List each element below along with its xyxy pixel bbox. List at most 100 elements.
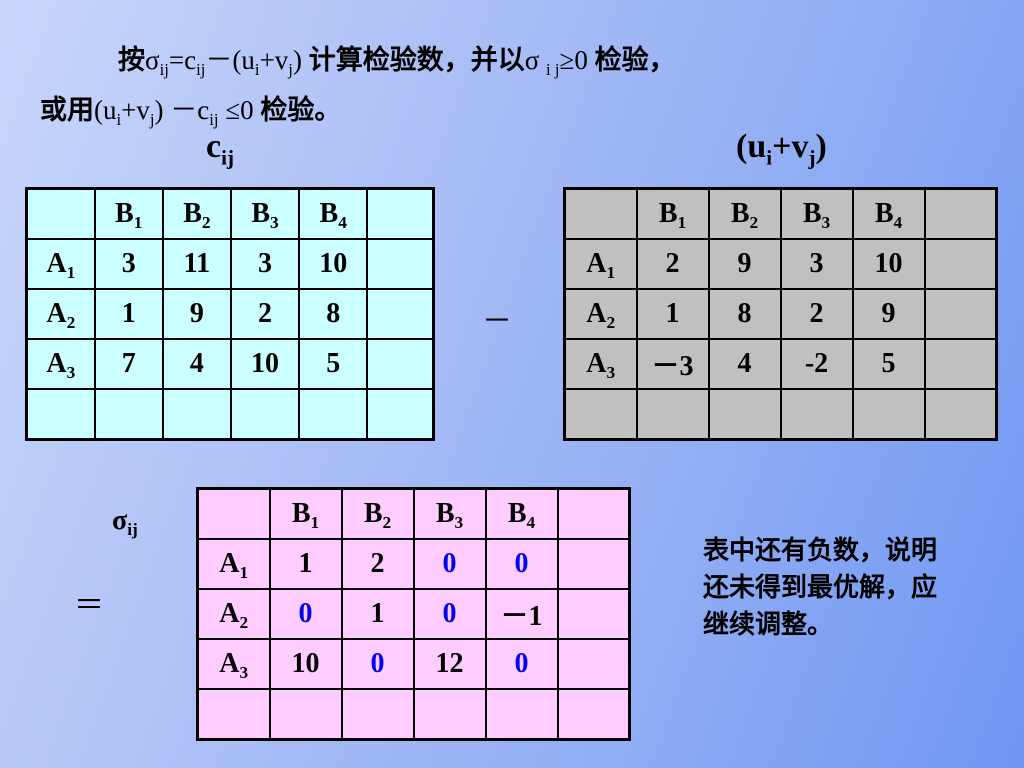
- intro-line-2: 或用(ui+vj) －cij ≤0 检验。: [40, 88, 342, 129]
- table-cell: 11: [161, 238, 232, 290]
- empty-cell: [923, 238, 998, 290]
- empty-cell: [556, 588, 631, 640]
- table-row: [196, 688, 631, 741]
- row-header: A1: [196, 538, 271, 590]
- zero-cell: 0: [268, 588, 343, 640]
- corner-cell: [25, 187, 96, 240]
- column-header: B1: [93, 187, 164, 240]
- zero-cell: 0: [412, 588, 487, 640]
- empty-cell: [93, 388, 164, 441]
- table-cell: 3: [229, 238, 301, 290]
- empty-cell: [268, 688, 343, 741]
- table-row: A1 2 9 3 10: [563, 238, 998, 290]
- minus-sign: －: [482, 305, 512, 338]
- row-header: A2: [563, 288, 638, 340]
- column-header: B1: [268, 487, 343, 540]
- equals-sign: ＝: [74, 589, 104, 622]
- empty-cell: [923, 187, 998, 240]
- empty-cell: [707, 388, 782, 441]
- empty-cell: [366, 187, 435, 240]
- empty-cell: [563, 388, 638, 441]
- cost-table-title: cij: [206, 128, 234, 170]
- intro-line-1: 按σij=cij－(ui+vj) 计算检验数，并以σ i j≥0 检验，: [118, 38, 676, 79]
- table-row: A1 3 11 3 10: [25, 238, 435, 290]
- column-header: B4: [851, 187, 926, 240]
- column-header: B3: [229, 187, 301, 240]
- intro-line1-end: 检验，: [594, 45, 676, 75]
- empty-cell: [25, 388, 96, 441]
- corner-cell: [563, 187, 638, 240]
- empty-cell: [556, 688, 631, 741]
- table-row: A3 －3 4 -2 5: [563, 338, 998, 390]
- column-header: B4: [298, 187, 369, 240]
- empty-cell: [556, 638, 631, 690]
- table-row: A2 0 1 0 －1: [196, 588, 631, 640]
- row-header: A3: [25, 338, 96, 390]
- table-row: A2 1 8 2 9: [563, 288, 998, 340]
- table-cell: 1: [340, 588, 415, 640]
- column-header: B2: [707, 187, 782, 240]
- column-header: B2: [161, 187, 232, 240]
- table-row: A2 1 9 2 8: [25, 288, 435, 340]
- table-row: [25, 388, 435, 441]
- table-cell: 10: [268, 638, 343, 690]
- table-row: B1 B2 B3 B4: [563, 187, 998, 240]
- empty-cell: [779, 388, 854, 441]
- table-row: B1 B2 B3 B4: [25, 187, 435, 240]
- table-cell: 8: [298, 288, 369, 340]
- zero-cell: 0: [412, 538, 487, 590]
- empty-cell: [923, 388, 998, 441]
- intro-line2-prefix: 或用: [40, 95, 94, 125]
- table-cell: 9: [851, 288, 926, 340]
- intro-line2-math: (ui+vj) －cij ≤0: [94, 95, 254, 129]
- table-cell: -2: [779, 338, 854, 390]
- table-row: [563, 388, 998, 441]
- intro-line1-cond: σ i j≥0: [524, 45, 588, 79]
- sigma-table: B1 B2 B3 B4 A1 1 2 0 0 A2 0 1 0 －1 A3 10…: [196, 487, 631, 741]
- table-cell: 7: [93, 338, 164, 390]
- corner-cell: [196, 487, 271, 540]
- empty-cell: [412, 688, 487, 741]
- intro-line2-end: 检验。: [260, 95, 342, 125]
- table-cell: 4: [161, 338, 232, 390]
- row-header: A1: [25, 238, 96, 290]
- table-cell: 10: [851, 238, 926, 290]
- empty-cell: [923, 288, 998, 340]
- intro-line1-math: σij=cij－(ui+vj): [145, 45, 302, 79]
- zero-cell: 0: [340, 638, 415, 690]
- table-cell: 2: [635, 238, 710, 290]
- table-row: A3 10 0 12 0: [196, 638, 631, 690]
- row-header: A2: [196, 588, 271, 640]
- row-header: A2: [25, 288, 96, 340]
- empty-cell: [161, 388, 232, 441]
- table-cell: 9: [161, 288, 232, 340]
- column-header: B2: [340, 487, 415, 540]
- column-header: B3: [412, 487, 487, 540]
- table-cell: 3: [93, 238, 164, 290]
- empty-cell: [298, 388, 369, 441]
- intro-line1-prefix: 按: [118, 45, 145, 75]
- table-cell: 12: [412, 638, 487, 690]
- uv-table-title: (ui+vj): [736, 128, 827, 170]
- empty-cell: [229, 388, 301, 441]
- intro-line1-mid: 计算检验数，并以: [308, 45, 525, 75]
- table-row: A1 1 2 0 0: [196, 538, 631, 590]
- sigma-table-label: σij: [112, 505, 138, 540]
- empty-cell: [366, 388, 435, 441]
- empty-cell: [366, 288, 435, 340]
- table-cell: 10: [298, 238, 369, 290]
- empty-cell: [366, 238, 435, 290]
- table-cell: 5: [851, 338, 926, 390]
- table-cell: 1: [93, 288, 164, 340]
- table-cell: 2: [340, 538, 415, 590]
- column-header: B4: [484, 487, 559, 540]
- table-cell: 5: [298, 338, 369, 390]
- uv-table: B1 B2 B3 B4 A1 2 9 3 10 A2 1 8 2 9 A3 －3…: [563, 187, 998, 441]
- empty-cell: [851, 388, 926, 441]
- table-cell: 3: [779, 238, 854, 290]
- table-cell: 1: [635, 288, 710, 340]
- table-cell: 9: [707, 238, 782, 290]
- table-cell: 2: [229, 288, 301, 340]
- cost-table: B1 B2 B3 B4 A1 3 11 3 10 A2 1 9 2 8 A3 7…: [25, 187, 435, 441]
- conclusion-note: 表中还有负数，说明还未得到最优解，应继续调整。: [703, 536, 938, 640]
